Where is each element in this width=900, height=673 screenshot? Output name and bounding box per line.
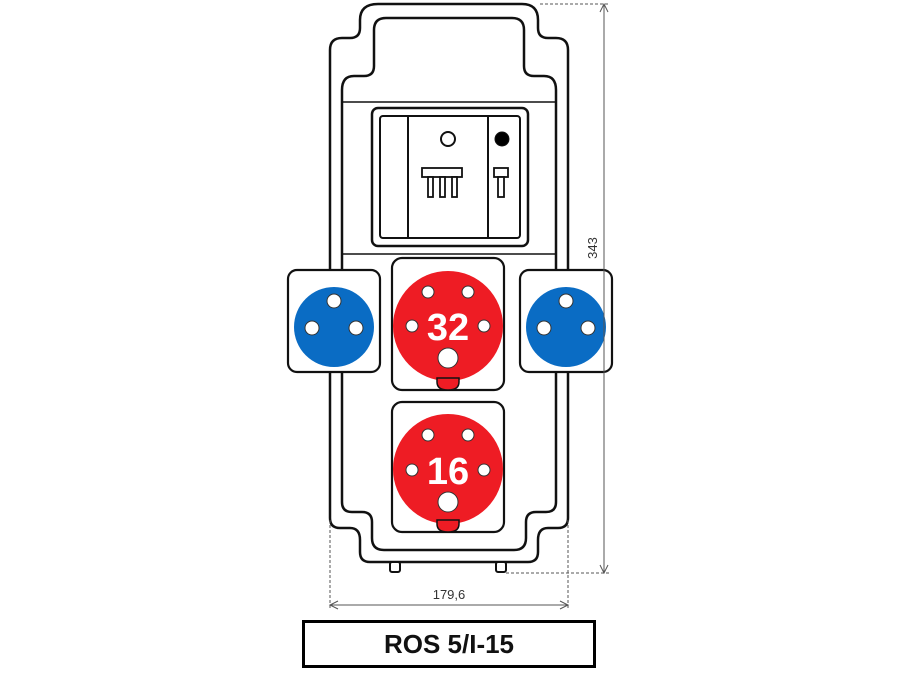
socket-pin-icon xyxy=(421,428,435,442)
socket-pin-icon xyxy=(461,428,475,442)
model-label-box: ROS 5/I-15 xyxy=(302,620,596,668)
breaker-panel xyxy=(370,106,530,248)
arrow-icon xyxy=(599,564,609,575)
red-socket-32: 32 xyxy=(390,256,506,392)
socket-pin-icon xyxy=(558,293,574,309)
socket-pin-icon xyxy=(405,319,419,333)
arrow-icon xyxy=(599,2,609,13)
height-dimension-label: 343 xyxy=(585,237,600,259)
socket-pin-icon xyxy=(580,320,596,336)
socket-pin-icon xyxy=(304,320,320,336)
socket-rating-16: 16 xyxy=(427,451,469,493)
red-socket-face xyxy=(393,271,503,381)
socket-pin-icon xyxy=(477,319,491,333)
blue-socket-face xyxy=(526,287,606,367)
socket-earth-pin-icon xyxy=(437,491,459,513)
enclosure-inner xyxy=(340,16,558,552)
socket-latch-icon xyxy=(436,519,460,533)
arrow-icon xyxy=(328,600,339,610)
single-pole-breaker-icon xyxy=(493,167,509,198)
socket-pin-icon xyxy=(405,463,419,477)
width-dimension-label: 179,6 xyxy=(433,587,466,602)
socket-pin-icon xyxy=(326,293,342,309)
red-socket-face xyxy=(393,414,503,524)
three-pole-breaker-icon xyxy=(421,167,463,198)
red-socket-16: 16 xyxy=(390,400,506,534)
arrow-icon xyxy=(559,600,570,610)
blue-socket-face xyxy=(294,287,374,367)
socket-latch-icon xyxy=(436,377,460,391)
model-label: ROS 5/I-15 xyxy=(383,628,515,659)
socket-pin-icon xyxy=(536,320,552,336)
socket-rating-32: 32 xyxy=(427,307,469,349)
socket-pin-icon xyxy=(348,320,364,336)
socket-pin-icon xyxy=(477,463,491,477)
blue-socket-left xyxy=(286,268,382,374)
socket-pin-icon xyxy=(421,285,435,299)
indicator-lamp-icon xyxy=(440,131,456,147)
width-dimension xyxy=(328,520,570,610)
foot-left xyxy=(389,561,401,573)
indicator-dot-icon xyxy=(494,131,510,147)
height-dimension xyxy=(506,2,610,575)
foot-right xyxy=(495,561,507,573)
enclosure-feet xyxy=(389,561,507,573)
socket-earth-pin-icon xyxy=(437,347,459,369)
blue-socket-right xyxy=(518,268,614,374)
socket-pin-icon xyxy=(461,285,475,299)
